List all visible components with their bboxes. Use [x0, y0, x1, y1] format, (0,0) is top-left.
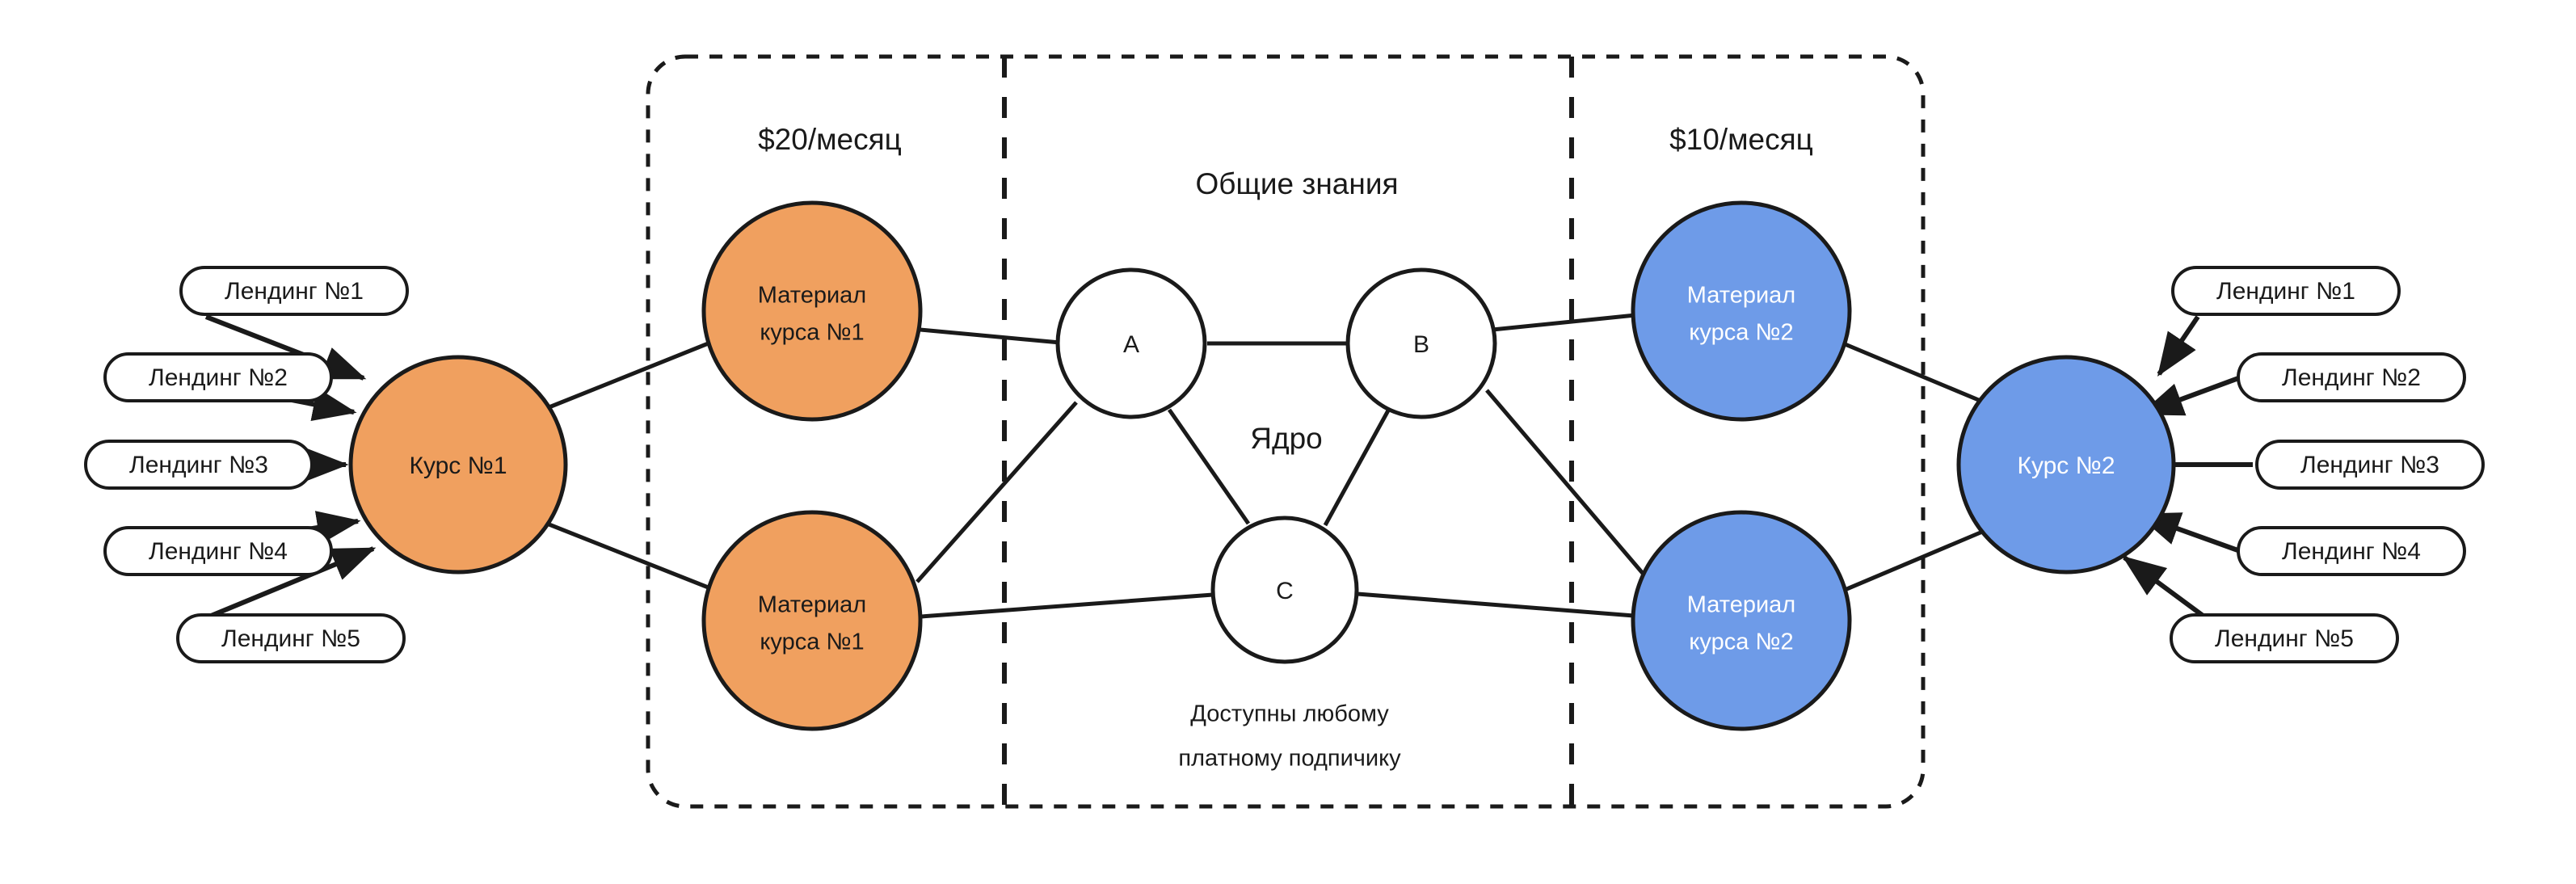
material-right-2-label-line1: Материал [1687, 592, 1795, 618]
subscription-container [646, 54, 1926, 809]
landing-right-4-rect[interactable] [2237, 526, 2466, 576]
edge-C-material2-bottom [1357, 591, 1635, 618]
landing-right-4-label: Лендинг №4 [2282, 538, 2421, 565]
node-course-1[interactable]: Курс №1 [348, 355, 568, 575]
arrow-left-landing-5 [190, 546, 377, 626]
edge-A-C [1167, 408, 1251, 525]
material-left-2-circle[interactable] [701, 510, 923, 731]
material-left-1-label-line1: Материал [758, 283, 866, 309]
node-core-b[interactable]: B [1345, 267, 1497, 419]
node-material-right-2[interactable]: Материал курса №2 [1631, 510, 1852, 731]
material-right-2-circle[interactable] [1631, 510, 1852, 731]
landing-left-5-label: Лендинг №5 [221, 625, 360, 652]
edge-B-C [1323, 409, 1391, 527]
landing-right-3-rect[interactable] [2255, 440, 2485, 490]
core-c-label: C [1276, 578, 1294, 604]
landing-box-right-2[interactable]: Лендинг №2 [2237, 352, 2466, 402]
landing-left-1-rect[interactable] [179, 266, 409, 316]
edge-material1-bottom-C [920, 592, 1214, 619]
edge-course1-material1-bottom [546, 521, 711, 591]
material-left-2-label-line1: Материал [758, 592, 866, 618]
core-section-title: Общие знания [1195, 167, 1398, 200]
core-a-label: A [1123, 331, 1139, 358]
landing-box-left-5[interactable]: Лендинг №5 [176, 613, 406, 663]
landing-left-2-label: Лендинг №2 [149, 364, 288, 391]
edge-material2-bottom-course2 [1844, 521, 2002, 592]
landing-left-2-rect[interactable] [103, 352, 333, 402]
landing-left-4-rect[interactable] [103, 526, 333, 576]
landing-left-3-label: Лендинг №3 [129, 452, 268, 478]
core-b-label: B [1413, 331, 1429, 358]
landing-box-right-3[interactable]: Лендинг №3 [2255, 440, 2485, 490]
landing-right-5-label: Лендинг №5 [2215, 625, 2354, 652]
landing-box-right-1[interactable]: Лендинг №1 [2171, 266, 2401, 316]
material-right-1-label-line2: курса №2 [1689, 320, 1793, 346]
zone-title-left: $20/месяц [758, 123, 902, 156]
arrow-right-landing-1 [2157, 315, 2200, 377]
edge-layer [546, 313, 2002, 619]
landing-left-5-rect[interactable] [176, 613, 406, 663]
core-caption-line-1: Доступны любому [1190, 701, 1389, 727]
landing-box-left-1[interactable]: Лендинг №1 [179, 266, 409, 316]
edge-course1-material1-top [546, 340, 711, 410]
course-1-circle[interactable] [348, 355, 568, 575]
course-2-label: Курс №2 [2017, 453, 2115, 479]
node-material-right-1[interactable]: Материал курса №2 [1631, 200, 1852, 422]
landing-right-5-rect[interactable] [2170, 613, 2399, 663]
landing-right-3-label: Лендинг №3 [2300, 452, 2439, 478]
landing-left-4-label: Лендинг №4 [149, 538, 288, 565]
core-c-circle[interactable] [1210, 516, 1359, 664]
material-left-1-circle[interactable] [701, 200, 923, 422]
material-right-1-label-line1: Материал [1687, 283, 1795, 309]
core-label: Ядро [1250, 422, 1322, 455]
arrow-left-landing-1 [204, 314, 367, 381]
edge-B-material2-bottom [1485, 389, 1647, 578]
core-caption-line-2: платному подпичику [1178, 746, 1401, 772]
landing-left-3-rect[interactable] [84, 440, 314, 490]
landing-left-1-label: Лендинг №1 [225, 278, 364, 305]
landing-box-right-4[interactable]: Лендинг №4 [2237, 526, 2466, 576]
subscription-container-outline [646, 54, 1926, 809]
edge-material1-top-A [920, 327, 1061, 345]
edge-B-material2-top [1492, 313, 1636, 332]
node-course-2[interactable]: Курс №2 [1956, 355, 2176, 575]
landing-box-left-2[interactable]: Лендинг №2 [103, 352, 333, 402]
edge-material2-top-course2 [1842, 341, 2001, 411]
node-core-a[interactable]: A [1055, 267, 1207, 419]
material-left-2-label-line2: курса №1 [760, 629, 864, 655]
node-core-c[interactable]: C [1210, 516, 1359, 664]
material-right-1-circle[interactable] [1631, 200, 1852, 422]
node-material-left-1[interactable]: Материал курса №1 [701, 200, 923, 422]
landing-right-2-rect[interactable] [2237, 352, 2466, 402]
zone-title-right: $10/месяц [1669, 123, 1813, 156]
core-b-circle[interactable] [1345, 267, 1497, 419]
material-left-1-label-line2: курса №1 [760, 320, 864, 346]
node-material-left-2[interactable]: Материал курса №1 [701, 510, 923, 731]
core-a-circle[interactable] [1055, 267, 1207, 419]
landing-box-left-3[interactable]: Лендинг №3 [84, 440, 314, 490]
edge-material1-bottom-A [915, 401, 1078, 583]
course-2-circle[interactable] [1956, 355, 2176, 575]
arrow-right-landing-5 [2122, 555, 2216, 626]
material-right-2-label-line2: курса №2 [1689, 629, 1793, 655]
landing-box-right-5[interactable]: Лендинг №5 [2170, 613, 2399, 663]
landing-right-2-label: Лендинг №2 [2282, 364, 2421, 391]
landing-box-left-4[interactable]: Лендинг №4 [103, 526, 333, 576]
course-1-label: Курс №1 [409, 453, 507, 479]
landing-right-1-rect[interactable] [2171, 266, 2401, 316]
landing-right-1-label: Лендинг №1 [2216, 278, 2355, 305]
